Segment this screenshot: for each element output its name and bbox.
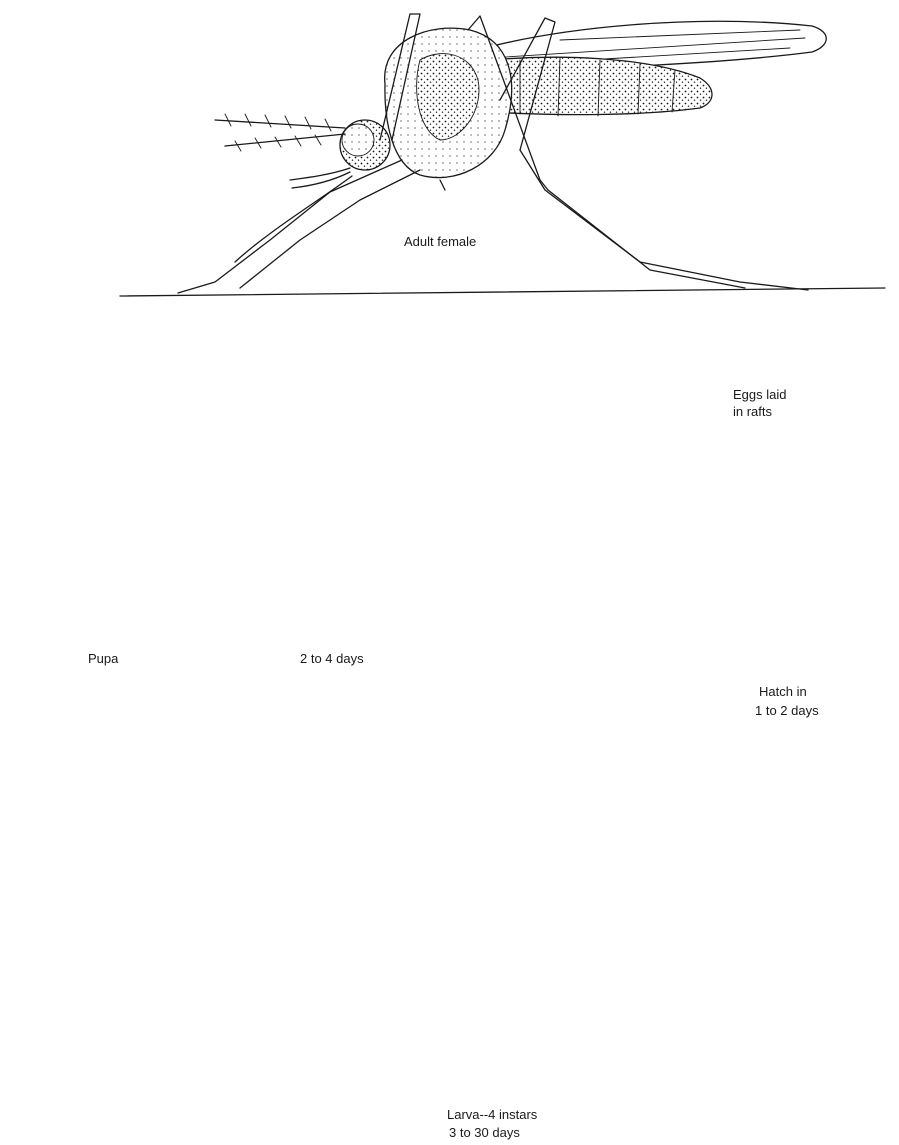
label-in-rafts: in rafts — [733, 403, 772, 420]
adult-female-illustration — [120, 14, 885, 296]
label-hatch-days: 1 to 2 days — [755, 702, 819, 719]
adult-water-surface — [120, 288, 885, 296]
label-hatch-in: Hatch in — [759, 683, 807, 700]
label-pupa-days: 2 to 4 days — [300, 650, 364, 667]
label-larva-days: 3 to 30 days — [449, 1124, 520, 1141]
label-adult-female: Adult female — [404, 233, 476, 250]
label-pupa: Pupa — [88, 650, 118, 667]
label-eggs-laid: Eggs laid — [733, 386, 786, 403]
label-larva-instars: Larva--4 instars — [447, 1106, 537, 1123]
